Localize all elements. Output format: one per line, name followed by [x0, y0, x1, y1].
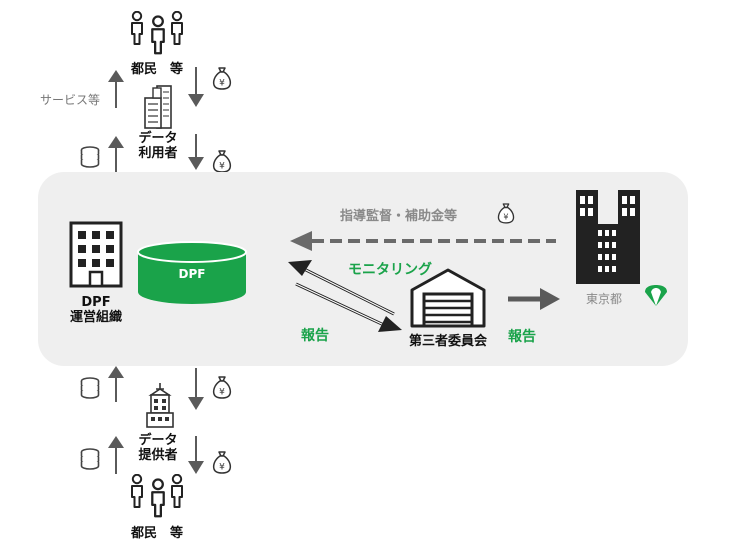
data-user-label: データ 利用者: [128, 131, 188, 161]
money-bag-icon-bottom-2: [212, 450, 232, 474]
dpf-org-building-icon: [69, 221, 123, 288]
up-arrow-data-bottom-1: [108, 366, 124, 402]
up-arrow-data-top: [108, 136, 124, 172]
down-arrow-payment-bottom-1: [188, 368, 204, 410]
report-arrow-right: [508, 288, 560, 310]
tokyo-label: 東京都: [586, 292, 623, 306]
down-arrow-payment-bottom-2: [188, 436, 204, 474]
data-provider-label: データ 提供者: [128, 433, 188, 463]
dpf-org-label-2: 運営組織: [69, 310, 122, 325]
tokyo-logo-icon: [645, 285, 667, 306]
citizens-people-icon-bottom: [131, 474, 183, 518]
guidance-label-text: 指導監督・補助金等: [340, 209, 458, 224]
data-provider-building-icon: [146, 383, 174, 428]
dpf-org-label-1: DPF: [81, 295, 111, 310]
up-arrow-data-bottom-2: [108, 436, 124, 474]
third-party-label: 第三者委員会: [408, 334, 487, 349]
money-bag-icon-bottom-1: [212, 375, 232, 399]
money-bag-icon-top: [212, 66, 232, 90]
database-icon-bottom-2: [80, 448, 100, 470]
citizens-people-icon-top: [131, 11, 183, 55]
citizens-label-bottom: 都民 等: [130, 526, 183, 541]
dpf-database-label: DPF: [178, 267, 206, 281]
up-arrow-service: [108, 70, 124, 108]
data-user-label-1: データ: [138, 131, 178, 146]
database-icon-bottom-1: [80, 377, 100, 399]
report-label-left: 報告: [301, 328, 329, 344]
guidance-label: 指導監督・補助金等: [340, 205, 457, 224]
data-user-label-2: 利用者: [138, 146, 178, 161]
money-bag-icon-mid-top: [212, 149, 232, 173]
garage-icon: [410, 268, 486, 328]
data-provider-label-1: データ: [138, 433, 178, 448]
dpf-org-label: DPF 運営組織: [56, 295, 136, 325]
data-user-building-icon: [144, 85, 172, 129]
tokyo-government-building-icon: [576, 190, 640, 284]
database-icon-top: [80, 146, 100, 168]
guidance-dashed-arrow: [290, 231, 556, 251]
down-arrow-payment-top: [188, 67, 204, 107]
down-arrow-payment-mid-top: [188, 134, 204, 170]
money-bag-icon-guidance: [497, 202, 515, 224]
citizens-label-top: 都民 等: [130, 62, 183, 77]
monitoring-label: モニタリング: [348, 262, 432, 278]
service-label: サービス等: [40, 93, 101, 107]
data-provider-label-2: 提供者: [138, 448, 178, 463]
dpf-database-icon: [137, 241, 247, 304]
report-label-right: 報告: [508, 329, 536, 345]
monitoring-report-arrows: [288, 260, 402, 332]
